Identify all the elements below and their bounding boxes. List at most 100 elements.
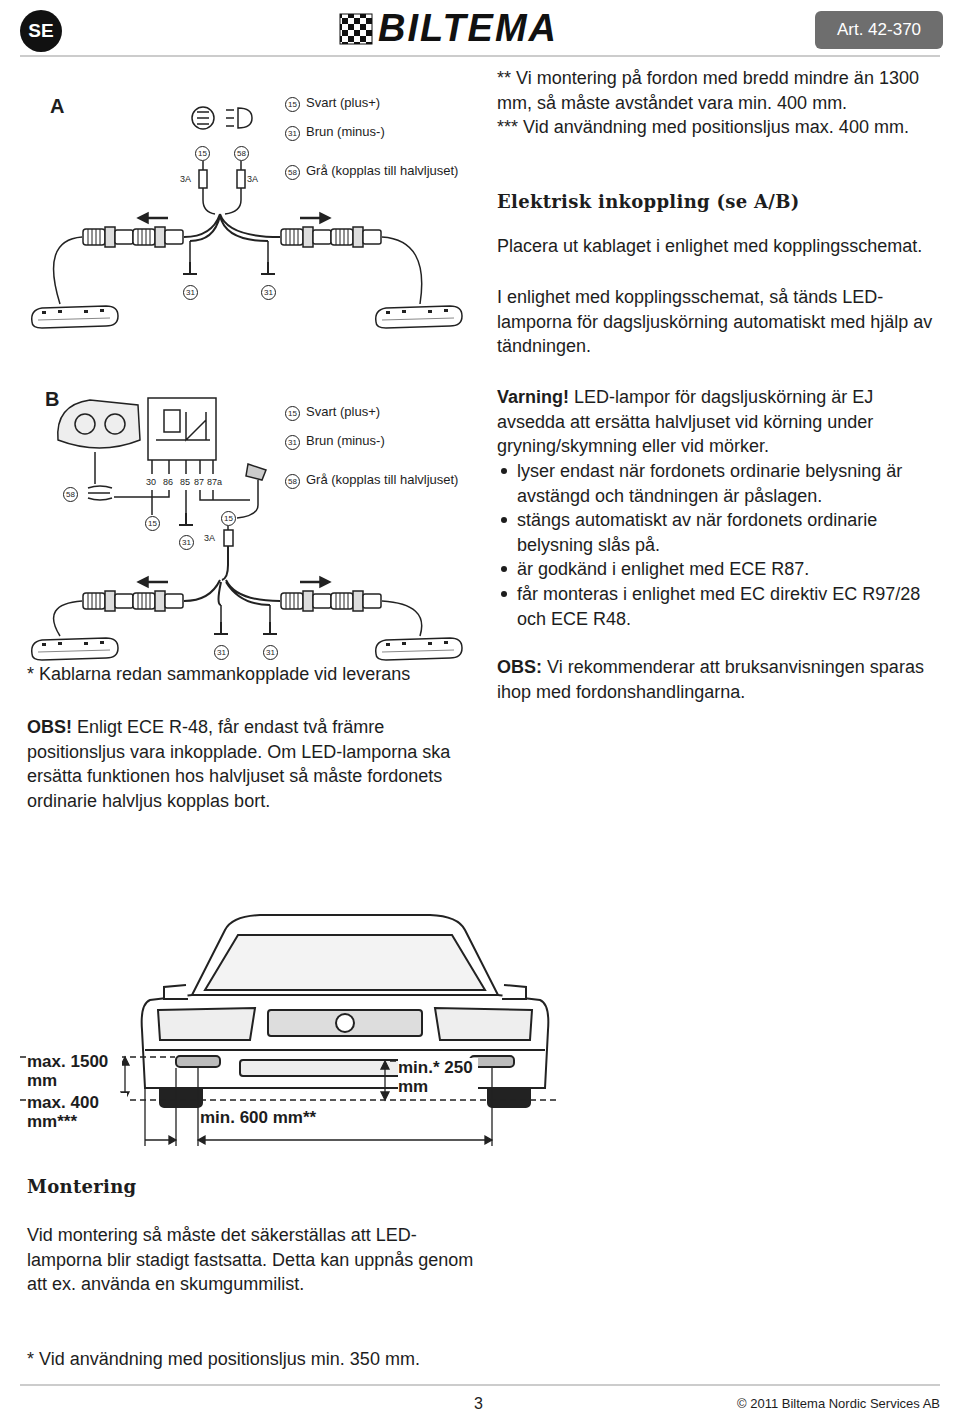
drawing-part bbox=[151, 490, 153, 515]
text-block: 31 bbox=[261, 285, 276, 300]
dimension-label: max. 400 mm*** bbox=[27, 1093, 99, 1131]
drawing-part bbox=[199, 170, 207, 188]
drawing-part bbox=[376, 638, 462, 660]
brand-logo: BILTEMA bbox=[378, 7, 558, 49]
wire-label: Brun (minus-) bbox=[306, 433, 385, 448]
text-block: 58 bbox=[63, 487, 78, 502]
drawing-part bbox=[133, 591, 183, 611]
wire-label: Svart (plus+) bbox=[306, 95, 380, 110]
text-block: 31 bbox=[183, 285, 198, 300]
body-text: Vi rekommenderar att bruksanvisningen sp… bbox=[497, 657, 924, 702]
text-block: Placera ut kablaget i enlighet med koppl… bbox=[497, 234, 937, 259]
drawing-part bbox=[125, 1060, 385, 1097]
drawing-part bbox=[226, 110, 234, 126]
bullet-text: får monteras i enlighet med EC direktiv … bbox=[517, 584, 920, 629]
text-block: lyser endast när fordonets ordinarie bel… bbox=[497, 459, 937, 508]
drawing-part bbox=[105, 414, 125, 434]
text-block: 31 bbox=[285, 435, 300, 450]
wiring-a bbox=[54, 107, 422, 304]
drawing-part bbox=[156, 412, 210, 440]
text-block: max. 1500 mm bbox=[27, 1052, 122, 1090]
drawing-part bbox=[179, 513, 193, 525]
drawing-part bbox=[340, 14, 372, 44]
drawing-part bbox=[376, 306, 462, 328]
drawing-part bbox=[200, 490, 250, 500]
drawing-part bbox=[237, 480, 258, 518]
drawing-part bbox=[320, 213, 330, 223]
text-block: 15 bbox=[221, 511, 236, 526]
body-text: Enligt ECE R-48, får endast två främre p… bbox=[27, 717, 450, 811]
body-text: Vid montering så måste det säkerställas … bbox=[27, 1225, 473, 1294]
pin-label: 3A bbox=[204, 533, 215, 543]
text-block: 58 bbox=[285, 474, 300, 489]
callout-number: 31 bbox=[217, 648, 226, 657]
text-block: 58 bbox=[285, 165, 300, 180]
footer-rule bbox=[20, 1385, 940, 1386]
drawing-part bbox=[146, 581, 168, 584]
wiring-b bbox=[54, 398, 422, 636]
drawing-part bbox=[238, 108, 252, 128]
drawing-part bbox=[121, 1057, 389, 1100]
text-block: min.* 250 mm bbox=[398, 1058, 478, 1096]
drawing-part bbox=[203, 161, 241, 170]
article-number-box: Art. 42-370 bbox=[815, 11, 943, 49]
pin-label: 3A bbox=[247, 174, 258, 184]
drawing-part bbox=[205, 935, 485, 990]
text-block: är godkänd i enlighet med ECE R87. bbox=[497, 557, 937, 582]
bold-lead: Varning! bbox=[497, 387, 569, 407]
text-block: 31 bbox=[179, 535, 194, 550]
pin-label: 87a bbox=[207, 477, 222, 487]
text-block: 30 bbox=[146, 477, 156, 488]
section-heading: Elektrisk inkoppling (se A/B) bbox=[497, 191, 800, 212]
text-block: 15 bbox=[145, 516, 160, 531]
drawing-part bbox=[197, 112, 209, 124]
drawing-part bbox=[58, 400, 140, 448]
text-block: Grå (kopplas till halvljuset) bbox=[306, 163, 458, 178]
text-block: 3 bbox=[474, 1395, 483, 1413]
text-block: 3A bbox=[204, 533, 215, 544]
callout-number: 31 bbox=[264, 288, 273, 297]
drawing-part bbox=[237, 170, 245, 188]
text-block: BILTEMA bbox=[378, 6, 558, 50]
callout-number: 31 bbox=[182, 538, 191, 547]
text-block: ** Vi montering på fordon med bredd mind… bbox=[497, 66, 942, 115]
pin-label: 3A bbox=[180, 174, 191, 184]
text-block: 86 bbox=[163, 477, 173, 488]
wire-label: Grå (kopplas till halvljuset) bbox=[306, 163, 458, 178]
drawing-part bbox=[138, 577, 148, 587]
callout-number: 58 bbox=[66, 490, 75, 499]
text-block: 15 bbox=[285, 406, 300, 421]
drawing-part bbox=[20, 56, 940, 57]
dimension-label: max. 1500 mm bbox=[27, 1052, 108, 1090]
drawing-part bbox=[268, 1010, 422, 1036]
drawing-part bbox=[164, 410, 180, 432]
drawing-part bbox=[184, 546, 280, 605]
callout-number: 58 bbox=[237, 149, 246, 158]
drawing-part bbox=[142, 995, 549, 1088]
drawing-part bbox=[152, 460, 213, 474]
parts-b bbox=[32, 513, 462, 660]
drawing-part bbox=[158, 1008, 255, 1040]
text-block: OBS:Vi rekommenderar att bruksanvisninge… bbox=[497, 655, 937, 704]
pin-label: 30 bbox=[146, 477, 156, 487]
text-block: Svart (plus+) bbox=[306, 404, 380, 419]
text-block: 15 bbox=[195, 146, 210, 161]
text-block: Brun (minus-) bbox=[306, 124, 385, 139]
body-text: I enlighet med kopplingsschemat, så tänd… bbox=[497, 287, 932, 356]
drawing-part bbox=[148, 398, 216, 460]
body-text: Placera ut kablaget i enlighet med koppl… bbox=[497, 236, 922, 256]
callout-number: 15 bbox=[288, 100, 297, 109]
drawing-part bbox=[169, 1136, 492, 1144]
text-block: * Vid användning med positionsljus min. … bbox=[27, 1347, 420, 1372]
box-text: SE bbox=[28, 20, 53, 42]
text-block: 31 bbox=[263, 645, 278, 660]
callout-number: 31 bbox=[288, 438, 297, 447]
bold-lead: OBS! bbox=[27, 717, 72, 737]
drawing-part bbox=[203, 188, 241, 214]
drawing-part bbox=[246, 464, 266, 480]
drawing-part bbox=[224, 530, 233, 546]
drawing-part bbox=[83, 591, 133, 611]
box-text: Art. 42-370 bbox=[837, 20, 921, 40]
text-block: 3A bbox=[247, 174, 258, 185]
drawing-part bbox=[145, 1049, 545, 1051]
